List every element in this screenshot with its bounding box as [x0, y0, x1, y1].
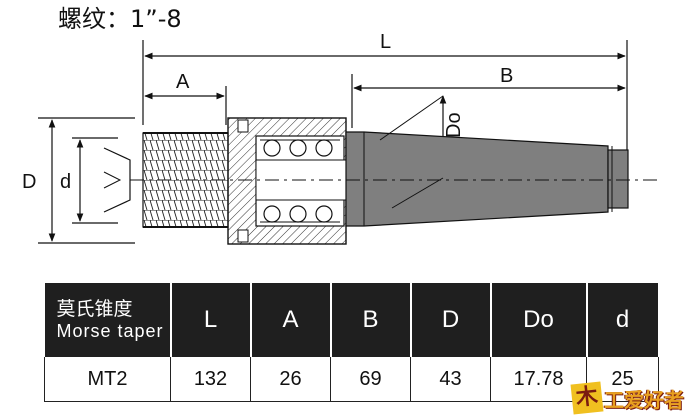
logo-text: 工爱好者	[604, 387, 684, 412]
header-morse-taper-cn: 莫氏锥度	[56, 298, 133, 320]
bearing-housing	[227, 117, 347, 245]
watermark-logo: 木 工爱好者	[570, 380, 696, 416]
table-header-row: 莫氏锥度 Morse taper L A B D Do d	[44, 283, 660, 357]
dim-label-Do: Do	[443, 112, 465, 138]
header-morse-taper-en: Morse taper	[56, 321, 164, 341]
header-L: L	[170, 283, 252, 357]
cell-D: 43	[410, 357, 491, 402]
spec-table: 莫氏锥度 Morse taper L A B D Do d MT2 132 26…	[44, 283, 660, 402]
header-B: B	[330, 283, 412, 357]
dim-label-A: A	[176, 71, 190, 93]
dim-label-d: d	[60, 171, 71, 193]
thread-spec-title: 螺纹：1”-8	[58, 5, 182, 33]
header-A: A	[250, 283, 332, 357]
live-center-drawing: L A B Do D d	[22, 31, 660, 245]
cell-A: 26	[250, 357, 331, 402]
table-row: MT2 132 26 69 43 17.78 25	[44, 357, 659, 402]
dim-label-D: D	[22, 171, 36, 193]
cell-B: 69	[330, 357, 411, 402]
header-D: D	[410, 283, 492, 357]
morse-taper-shank	[345, 95, 629, 227]
dim-label-B: B	[500, 65, 513, 87]
cell-Do: 17.78	[490, 357, 587, 402]
logo-mark-icon: 木	[570, 381, 604, 415]
cell-L: 132	[170, 357, 251, 402]
header-Do: Do	[490, 283, 588, 357]
header-d: d	[586, 283, 660, 357]
dim-label-L: L	[380, 31, 391, 53]
header-morse-taper: 莫氏锥度 Morse taper	[44, 283, 172, 357]
dimension-lines	[38, 40, 628, 244]
cell-morse-taper: MT2	[44, 357, 171, 402]
